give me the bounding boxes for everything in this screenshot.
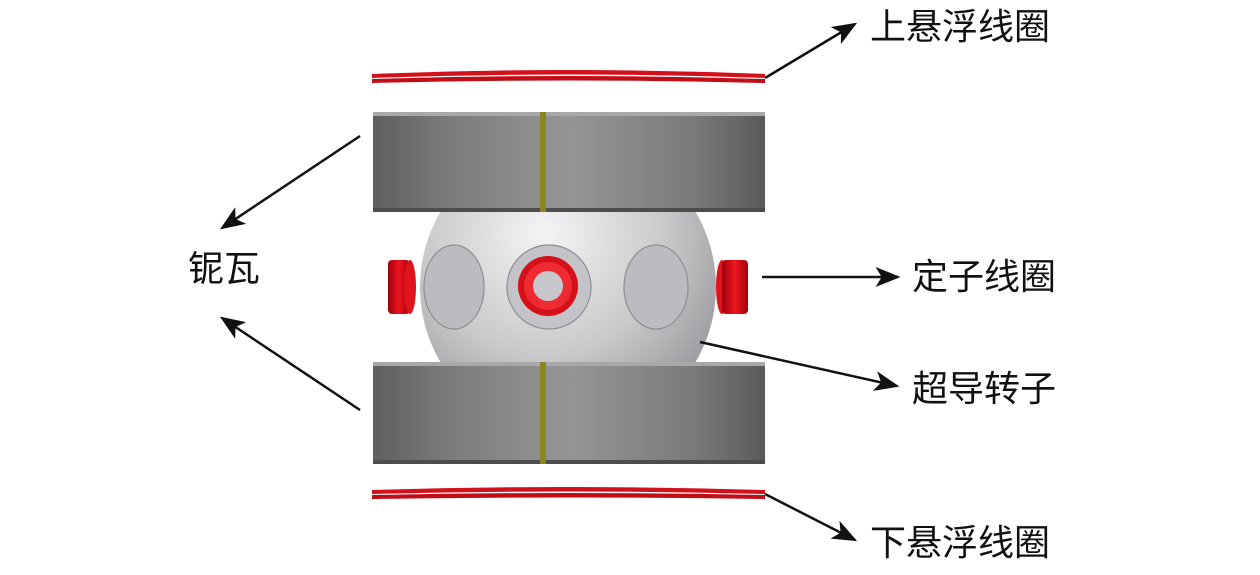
- upper-suspension-coil: [372, 70, 765, 83]
- lower-niobium-shell: [373, 362, 765, 464]
- upper-shell-seam: [540, 112, 546, 212]
- stator-coil-left: [388, 260, 416, 314]
- annotation-arrows: [219, 22, 901, 542]
- label-upper-suspension-coil: 上悬浮线圈: [870, 7, 1051, 48]
- lower-suspension-coil: [372, 487, 765, 499]
- lower-shell-seam: [540, 362, 546, 464]
- arrow-rotor: [699, 340, 900, 391]
- label-stator-coil: 定子线圈: [912, 257, 1057, 298]
- upper-niobium-shell: [373, 112, 765, 212]
- arrow-niobium-upper: [219, 134, 361, 230]
- stator-coil-front: [518, 256, 578, 316]
- label-lower-suspension-coil: 下悬浮线圈: [870, 523, 1051, 564]
- rotor-facet-left: [423, 244, 485, 330]
- stator-coil-right: [716, 260, 748, 314]
- arrow-niobium-lower: [219, 316, 361, 412]
- label-niobium-shell: 铌瓦: [188, 249, 261, 290]
- rotor-facet-right: [623, 244, 689, 330]
- label-superconducting-rotor: 超导转子: [912, 369, 1057, 410]
- arrow-lower-coil: [764, 492, 858, 542]
- arrow-upper-coil: [764, 22, 858, 80]
